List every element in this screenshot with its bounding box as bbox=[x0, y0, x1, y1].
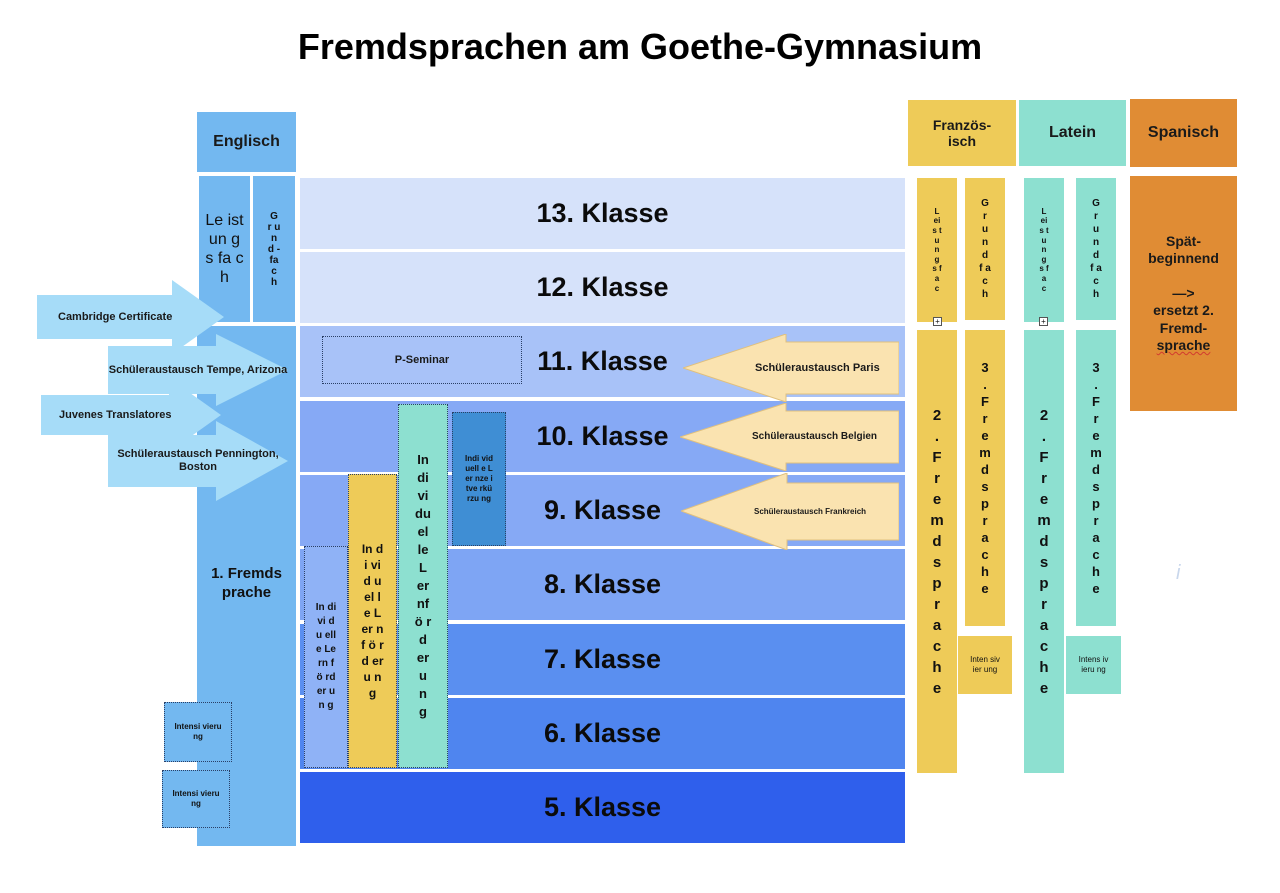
latin-header: Latein bbox=[1019, 100, 1126, 166]
latin-leistungsfach: L ei s t u n g s f a c bbox=[1024, 178, 1064, 322]
spanish-line-1: Spät- bbox=[1166, 232, 1201, 249]
english-intensivierung-1: Intensi vierung bbox=[164, 702, 232, 762]
english-grundfach: G r u n d - fa c h bbox=[253, 176, 295, 322]
arrow-cambridge: Cambridge Certificate bbox=[37, 280, 224, 354]
latin-grundfach: G r u n d f a c h bbox=[1076, 178, 1116, 320]
french-third-language: 3 . F r e m d s p r a c h e bbox=[965, 330, 1005, 626]
arrow-juvenes-label: Juvenes Translatores bbox=[59, 408, 172, 421]
latin-expand-icon[interactable]: + bbox=[1039, 317, 1048, 326]
english-intensivierung-2: Intensi vierung bbox=[162, 770, 230, 828]
english-header: Englisch bbox=[197, 112, 296, 172]
french-header: Französ- isch bbox=[908, 100, 1016, 166]
arrow-cambridge-label: Cambridge Certificate bbox=[58, 310, 173, 323]
lernfoerderung-column-3: In di vi du el le L er nf ö r d er u n g bbox=[398, 404, 448, 768]
lernfoerderung-column-2: In di vi d u el le L er nf ö rd er u n g bbox=[348, 474, 397, 768]
spanish-line-5: Fremd- bbox=[1159, 319, 1208, 336]
french-expand-icon[interactable]: + bbox=[933, 317, 942, 326]
arrow-paris-label: Schüleraustausch Paris bbox=[755, 361, 880, 374]
arrow-tempe-label: Schüleraustausch Tempe, Arizona bbox=[108, 363, 288, 376]
english-first-language: 1. Fremds prache bbox=[211, 565, 282, 601]
latin-intensivierung: Intens ivieru ng bbox=[1066, 636, 1121, 694]
english-leistungsfach: Le ist un gs fa ch bbox=[199, 176, 250, 322]
arrow-frankreich-label: Schüleraustausch Frankreich bbox=[754, 506, 867, 516]
latin-third-language: 3 . F r e m d s p r a c h e bbox=[1076, 330, 1116, 626]
grade-5-band: 5. Klasse bbox=[300, 772, 905, 843]
spanish-line-4: ersetzt 2. bbox=[1153, 302, 1214, 318]
spanish-late-start-box: Spät- beginnend —> ersetzt 2. Fremd- spr… bbox=[1130, 176, 1237, 411]
grade-13-band: 13. Klasse bbox=[300, 178, 905, 249]
arrow-frankreich: Schüleraustausch Frankreich bbox=[681, 473, 899, 550]
page-title: Fremdsprachen am Goethe-Gymnasium bbox=[297, 26, 983, 67]
stray-mark: i bbox=[1176, 562, 1181, 584]
arrow-juvenes: Juvenes Translatores bbox=[41, 378, 221, 452]
arrow-paris: Schüleraustausch Paris bbox=[683, 334, 899, 402]
french-second-language: 2 . F r e m d s p r a c h e bbox=[917, 330, 957, 773]
spanish-header: Spanisch bbox=[1130, 99, 1237, 167]
arrow-belgien: Schüleraustausch Belgien bbox=[680, 403, 899, 471]
arrow-tempe: Schüleraustausch Tempe, Arizona bbox=[108, 334, 288, 406]
latin-second-language: 2 . F r e m d s p r a c h e bbox=[1024, 330, 1064, 773]
arrow-pennington-label: Schüleraustausch Pennington, Boston bbox=[117, 448, 279, 473]
spanish-line-3: —> bbox=[1172, 284, 1195, 301]
french-header-label: Französ- isch bbox=[932, 116, 992, 149]
arrow-belgien-label: Schüleraustausch Belgien bbox=[752, 431, 878, 443]
lernfoerderung-column-1: In di vi du ell e Le rn fö rd er un g bbox=[304, 546, 348, 768]
grade-12-band: 12. Klasse bbox=[300, 252, 905, 323]
french-intensivierung: Inten sivier ung bbox=[958, 636, 1012, 694]
spanish-line-6: sprache bbox=[1156, 337, 1211, 353]
arrow-pennington: Schüleraustausch Pennington, Boston bbox=[108, 421, 288, 501]
lernzeitverkuerzung-box: Indi vid uell e Ler nze itve rkü rzu ng bbox=[452, 412, 506, 546]
french-grundfach: G r u n d f a c h bbox=[965, 178, 1005, 320]
spanish-line-2: beginnend bbox=[1148, 250, 1219, 266]
french-leistungsfach: L ei s t u n g s f a c bbox=[917, 178, 957, 322]
p-seminar-box: P-Seminar bbox=[322, 336, 522, 384]
